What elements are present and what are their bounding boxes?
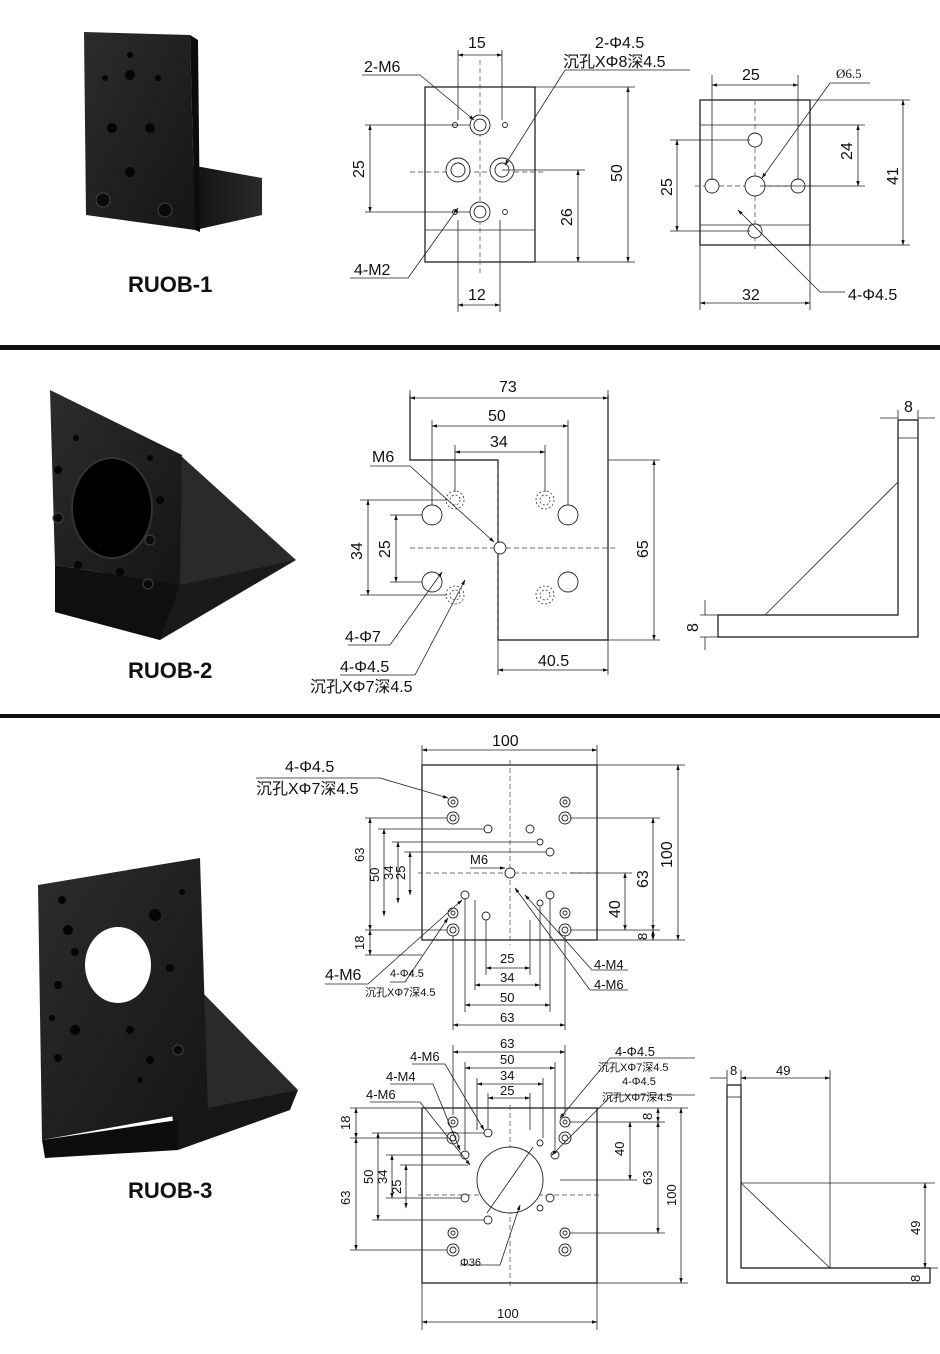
ruob1-product-name: RUOB-1 <box>128 272 212 297</box>
ruob1-cbore-1: 2-Φ4.5 <box>595 35 644 52</box>
ruob2-product-name: RUOB-2 <box>128 658 212 683</box>
ruob3-cbore-2: 沉孔XΦ7深4.5 <box>256 780 359 798</box>
ruob3-cbore-1: 4-Φ4.5 <box>285 759 334 776</box>
ruob3-bottom-25: 25 <box>500 951 514 966</box>
ruob2-side-top: 8 <box>904 399 913 416</box>
ruob3-back-t34: 34 <box>500 1068 514 1083</box>
ruob3-left-63: 63 <box>352 848 367 862</box>
ruob3-small-cbore-2: 沉孔XΦ7深4.5 <box>365 986 436 999</box>
ruob2-inner-w: 50 <box>488 408 506 425</box>
ruob1-side-bottom: 32 <box>742 287 760 304</box>
ruob3-back-r100: 100 <box>664 1184 679 1206</box>
ruob3-width: 100 <box>492 733 519 750</box>
ruob1-side-holes: 4-Φ4.5 <box>848 287 897 304</box>
ruob3-back-cb2: 沉孔XΦ7深4.5 <box>598 1061 669 1074</box>
ruob2-side-view <box>700 410 935 650</box>
ruob3-back-t25: 25 <box>500 1083 514 1098</box>
ruob1-side-right-inner: 24 <box>839 142 856 160</box>
ruob3-left-50: 50 <box>367 868 382 882</box>
ruob3-back-t63: 63 <box>500 1036 514 1051</box>
ruob3-back-m6b: 4-M6 <box>366 1087 396 1102</box>
ruob2-side-bottom: 8 <box>685 623 702 632</box>
section-separator-2 <box>0 714 940 718</box>
ruob3-right-8: 8 <box>635 933 650 940</box>
ruob3-right-63: 63 <box>635 870 652 888</box>
ruob3-back-l34: 34 <box>375 1170 390 1184</box>
ruob3-bottom-34: 34 <box>500 970 514 985</box>
ruob1-dim-left: 25 <box>351 160 368 178</box>
ruob1-side-dia: Ø6.5 <box>836 66 862 81</box>
ruob2-left-outer: 34 <box>349 542 366 560</box>
section-separator-1 <box>0 345 940 350</box>
ruob2-height: 65 <box>635 540 652 558</box>
ruob3-right-40: 40 <box>607 900 624 918</box>
ruob2-bottom: 40.5 <box>538 653 569 670</box>
ruob3-back-r8: 8 <box>640 1113 655 1120</box>
ruob2-thread: M6 <box>372 449 394 466</box>
ruob2-product-photo <box>50 390 296 640</box>
ruob3-right-100: 100 <box>659 841 676 868</box>
ruob3-back-l18: 18 <box>338 1116 353 1130</box>
ruob2-inner-w2: 34 <box>490 434 508 451</box>
ruob3-back-view <box>350 1045 695 1330</box>
ruob1-front-view <box>350 50 690 312</box>
ruob3-side-top49: 49 <box>776 1063 790 1078</box>
ruob3-back-r63: 63 <box>640 1171 655 1185</box>
ruob3-back-cb1: 4-Φ4.5 <box>615 1044 655 1059</box>
ruob1-side-right-outer: 41 <box>885 167 902 185</box>
ruob2-cbore-1: 4-Φ4.5 <box>340 659 389 676</box>
ruob2-cbore-2: 沉孔XΦ7深4.5 <box>310 678 413 696</box>
ruob1-dim-mid: 26 <box>559 208 576 226</box>
ruob3-side-top8: 8 <box>730 1063 737 1078</box>
ruob3-back-m4: 4-M4 <box>386 1069 416 1084</box>
ruob1-thread-bottom: 4-M2 <box>354 262 391 279</box>
ruob3-back-r40: 40 <box>612 1142 627 1156</box>
ruob3-thread-m6: 4-M6 <box>325 967 362 984</box>
ruob3-back-cb3: 4-Φ4.5 <box>622 1076 656 1088</box>
ruob3-left-25: 25 <box>393 866 408 880</box>
ruob3-back-m6: 4-M6 <box>410 1049 440 1064</box>
ruob2-front-view <box>340 390 660 676</box>
ruob1-dim-height: 50 <box>609 164 626 182</box>
ruob3-product-photo <box>38 858 298 1158</box>
ruob3-small-cbore-1: 4-Φ4.5 <box>390 968 424 980</box>
ruob1-dim-bottom: 12 <box>468 287 486 304</box>
ruob2-left-inner: 25 <box>377 540 394 558</box>
ruob3-back-l50: 50 <box>361 1170 376 1184</box>
ruob3-thread-m4: 4-M4 <box>594 957 624 972</box>
ruob3-bottom-63: 63 <box>500 1010 514 1025</box>
ruob1-product-photo <box>84 32 262 232</box>
ruob1-side-view <box>670 75 910 310</box>
ruob3-side-r49: 49 <box>908 1221 923 1235</box>
ruob3-back-l63: 63 <box>338 1191 353 1205</box>
ruob1-side-left: 25 <box>659 178 676 196</box>
ruob3-thread-m6-right: 4-M6 <box>594 977 624 992</box>
ruob3-front-view <box>256 745 685 1030</box>
ruob3-back-cb4: 沉孔XΦ7深4.5 <box>602 1091 673 1104</box>
ruob3-bottom-50: 50 <box>500 990 514 1005</box>
ruob3-left-34: 34 <box>381 866 396 880</box>
ruob3-left-18: 18 <box>352 936 367 950</box>
ruob3-side-view <box>710 1070 938 1284</box>
ruob3-back-dia: Φ36 <box>460 1257 481 1269</box>
ruob3-thread: M6 <box>470 852 488 867</box>
ruob2-holes: 4-Φ7 <box>345 629 381 646</box>
ruob3-back-t50: 50 <box>500 1052 514 1067</box>
ruob3-back-bottom: 100 <box>497 1306 519 1321</box>
ruob3-side-r8: 8 <box>908 1275 923 1282</box>
ruob1-thread-top: 2-M6 <box>364 59 401 76</box>
ruob3-back-l25: 25 <box>389 1180 404 1194</box>
ruob1-side-top: 25 <box>742 67 760 84</box>
ruob2-width: 73 <box>499 379 517 396</box>
ruob3-product-name: RUOB-3 <box>128 1178 212 1203</box>
ruob1-cbore-2: 沉孔XΦ8深4.5 <box>563 53 666 71</box>
ruob1-dim-top: 15 <box>468 35 486 52</box>
